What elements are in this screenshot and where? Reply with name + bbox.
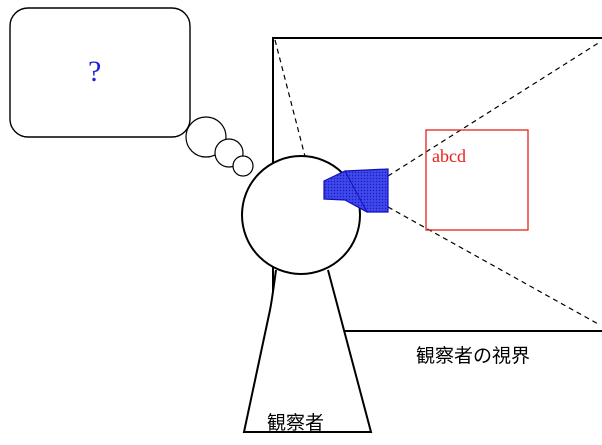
field-of-view-label: 観察者の視界 — [416, 345, 531, 367]
target-text: abcd — [432, 146, 466, 166]
observer-label: 観察者 — [267, 412, 325, 434]
observer-body — [242, 269, 373, 433]
thought-bubble — [9, 7, 191, 138]
thought-bubble-circle-small — [232, 155, 254, 177]
sight-line-lower-right — [387, 206, 601, 326]
thought-question-mark: ? — [88, 55, 102, 88]
eye-patch-icon — [323, 168, 389, 213]
target-box — [425, 129, 529, 231]
sight-line-upper-left — [274, 39, 309, 169]
sight-line-upper-right — [387, 41, 601, 177]
